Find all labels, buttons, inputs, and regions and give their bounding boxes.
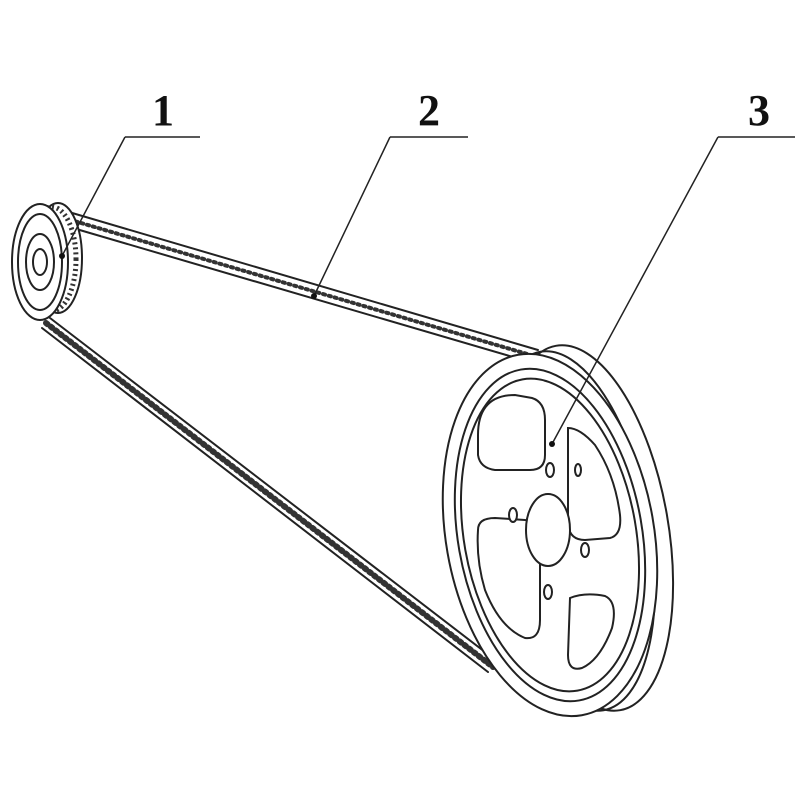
callout-number: 2	[418, 86, 440, 135]
large-pulley-bolt-hole	[508, 507, 518, 523]
callout-3: 3	[549, 86, 795, 447]
large-pulley-bolt-hole	[543, 584, 553, 600]
large-pulley-inner-rim	[459, 377, 641, 693]
large-pulley-bolt-hole	[580, 542, 590, 558]
callout-2: 2	[311, 86, 468, 299]
small-pulley-front-rim	[17, 213, 63, 311]
callout-number: 3	[748, 86, 770, 135]
large-pulley-hub-bore	[525, 493, 571, 567]
small-pulley-bore	[32, 248, 48, 276]
leader-dot	[311, 293, 317, 299]
small-pulley	[11, 202, 83, 321]
large-pulley-bolt-hole	[574, 463, 582, 477]
callout-1: 1	[59, 86, 200, 259]
leader-dot	[549, 441, 555, 447]
large-pulley-bolt-hole	[545, 462, 555, 478]
leader-dot	[59, 253, 65, 259]
belt-upper-run-outer	[61, 209, 539, 351]
large-pulley-window-right	[567, 426, 622, 542]
leader-line	[313, 136, 391, 297]
belt-upper-run-teeth	[62, 216, 536, 358]
large-pulley-window-left	[476, 516, 541, 640]
large-pulley-window-bottom	[566, 593, 615, 670]
large-pulley	[441, 344, 675, 718]
belt-lower-run-inner	[41, 327, 489, 673]
leader-line	[551, 136, 719, 445]
belt-lower-run-teeth	[43, 320, 496, 670]
timing-belt	[41, 209, 539, 673]
small-pulley-hub	[25, 233, 55, 291]
belt-upper-run-inner	[65, 225, 531, 363]
belt-lower-run-outer	[49, 317, 499, 663]
callout-number: 1	[152, 86, 174, 135]
large-pulley-window-top	[477, 393, 546, 471]
large-pulley-front-rim	[453, 367, 647, 703]
leader-line	[61, 136, 126, 257]
